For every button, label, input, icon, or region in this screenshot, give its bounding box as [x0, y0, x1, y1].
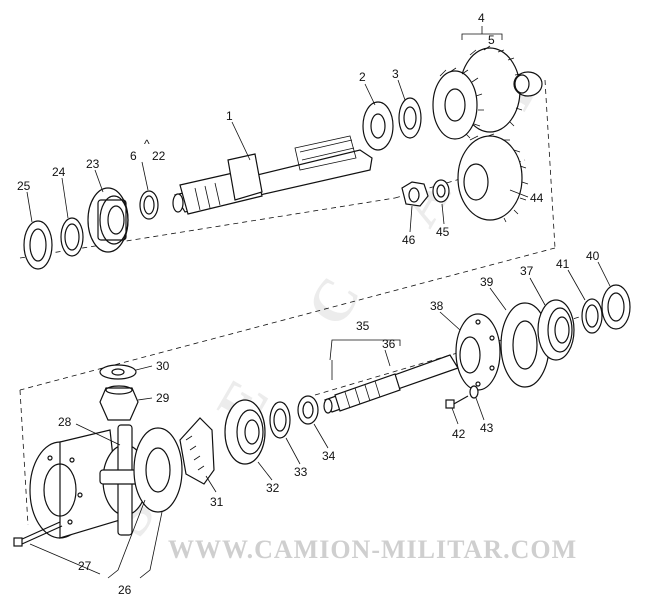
callout-41: 41 [556, 257, 570, 271]
callout-33: 33 [294, 465, 308, 479]
callout-2: 2 [359, 70, 366, 84]
callout-44: 44 [530, 191, 544, 205]
part-32-bearing [224, 399, 266, 465]
part-42-bolt [445, 395, 469, 409]
part-43-washer [469, 385, 479, 399]
callout-34: 34 [322, 449, 336, 463]
part-36-shaft [323, 354, 459, 414]
callout-35: 35 [356, 319, 370, 333]
part-25-seal [23, 220, 53, 270]
callout-26: 26 [118, 583, 132, 597]
part-22-snap-ring [139, 190, 159, 220]
part-26-housing [29, 429, 121, 539]
callout-28: 28 [58, 415, 72, 429]
callout-38: 38 [430, 299, 444, 313]
callout-27: 27 [78, 559, 92, 573]
callout-31: 31 [210, 495, 224, 509]
watermark-url: WWW.CAMION-MILITAR.COM [168, 535, 577, 564]
callout-45: 45 [436, 225, 450, 239]
part-2-thrust-washer [362, 101, 394, 151]
part-bushing [513, 71, 543, 97]
callout-39: 39 [480, 275, 494, 289]
part-45-washer [432, 179, 450, 203]
callout-30: 30 [156, 359, 170, 373]
part-29-pinion [99, 385, 139, 421]
leader-lines [26, 26, 611, 579]
callout-caret: ^ [144, 137, 150, 151]
part-26-housing-half [133, 427, 183, 513]
callout-25: 25 [17, 179, 31, 193]
part-4-5-gear-cluster [432, 45, 524, 140]
callout-46: 46 [402, 233, 416, 247]
callout-1: 1 [226, 109, 233, 123]
callout-6: 6 [130, 149, 137, 163]
callout-23: 23 [86, 157, 100, 171]
part-33-ring [269, 401, 291, 439]
part-34-sleeve [297, 395, 319, 425]
callout-3: 3 [392, 67, 399, 81]
part-44-helical-gear [457, 133, 529, 223]
callout-29: 29 [156, 391, 170, 405]
part-24-ring [60, 217, 84, 257]
part-23-bearing [87, 187, 129, 253]
part-30-washer [99, 364, 137, 380]
callout-24: 24 [52, 165, 66, 179]
part-38-flange [455, 313, 501, 391]
part-1-shaft [172, 135, 373, 215]
callout-22: 22 [152, 149, 166, 163]
part-41-ring [581, 298, 603, 334]
part-27-bolt [13, 521, 63, 547]
part-3-washer [398, 97, 422, 139]
callout-36: 36 [382, 337, 396, 351]
callout-42: 42 [452, 427, 466, 441]
part-40-seal [601, 284, 631, 330]
callout-labels: 1 2 3 4 5 6 ^ 22 23 24 25 44 45 46 35 36… [17, 11, 600, 597]
callout-37: 37 [520, 264, 534, 278]
part-31-side-gear [179, 417, 215, 485]
part-46-nut [401, 181, 429, 207]
part-37-bearing [537, 299, 575, 361]
callout-32: 32 [266, 481, 280, 495]
callout-4: 4 [478, 11, 485, 25]
callout-40: 40 [586, 249, 600, 263]
callout-5: 5 [488, 33, 495, 47]
callout-43: 43 [480, 421, 494, 435]
